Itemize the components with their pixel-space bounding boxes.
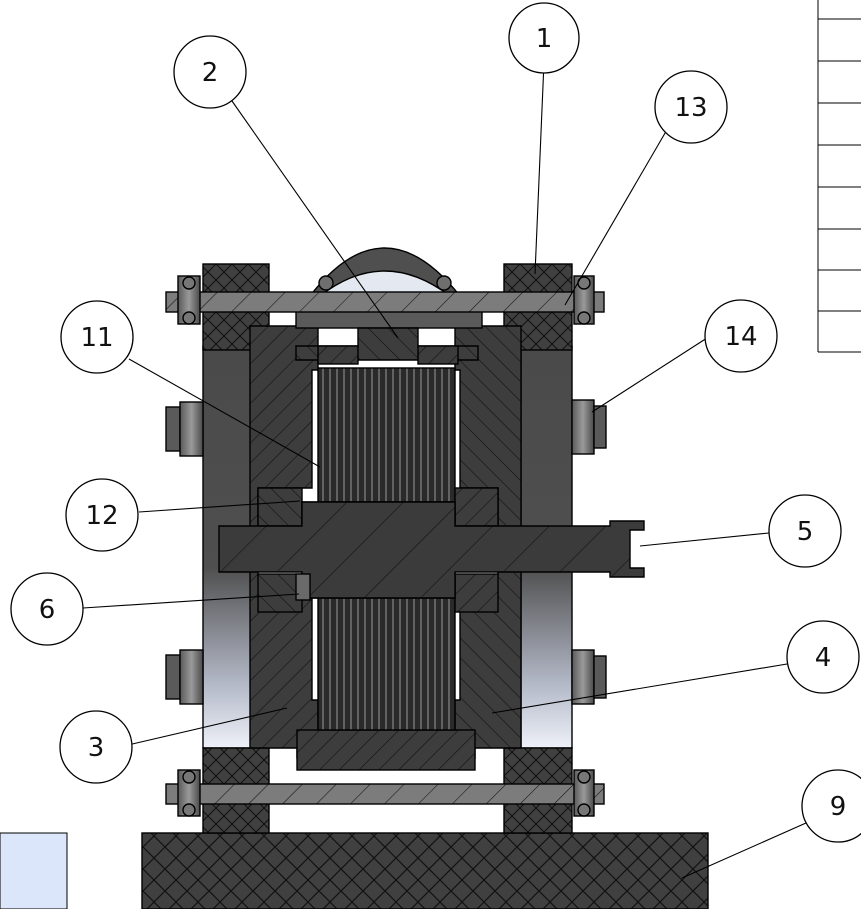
balloon-12: 12 (65, 478, 139, 552)
top-tie-rod (165, 275, 605, 325)
balloon-4: 4 (786, 620, 860, 694)
balloon-3: 3 (59, 710, 133, 784)
side-bolts (165, 399, 607, 705)
left-bearing-bottom (257, 573, 303, 613)
svg-text:11: 11 (80, 323, 113, 353)
svg-text:12: 12 (85, 501, 118, 531)
top-sensor-assembly (295, 247, 483, 365)
svg-text:6: 6 (39, 595, 56, 625)
svg-text:4: 4 (815, 643, 832, 673)
right-bearing-top (454, 487, 499, 527)
right-bearing-bottom (454, 573, 499, 613)
balloon-1: 1 (508, 2, 580, 74)
lower-core (317, 591, 456, 731)
balloon-11: 11 (60, 300, 134, 374)
left-bearing-top (257, 487, 303, 527)
balloon-6: 6 (10, 572, 84, 646)
leader-lines (82, 61, 816, 879)
balloon-5: 5 (768, 494, 842, 568)
upper-core (317, 367, 456, 503)
balloon-14: 14 (704, 299, 778, 373)
balloon-13: 13 (654, 70, 728, 144)
svg-text:14: 14 (724, 322, 757, 352)
svg-text:9: 9 (830, 792, 847, 822)
balloon-2: 2 (173, 35, 247, 109)
svg-text:3: 3 (88, 733, 105, 763)
corner-box (0, 832, 68, 909)
balloon-9: 9 (801, 769, 861, 843)
svg-text:13: 13 (674, 93, 707, 123)
svg-text:2: 2 (202, 58, 219, 88)
svg-text:1: 1 (536, 24, 553, 54)
shaft (218, 501, 645, 599)
bom-table (817, 0, 861, 353)
right-housing (454, 325, 522, 759)
bottom-tie-rod (165, 769, 605, 817)
svg-text:5: 5 (797, 517, 814, 547)
base-plate (141, 832, 709, 909)
housing-bottom-bar (296, 729, 476, 771)
retaining-ring (295, 573, 311, 601)
